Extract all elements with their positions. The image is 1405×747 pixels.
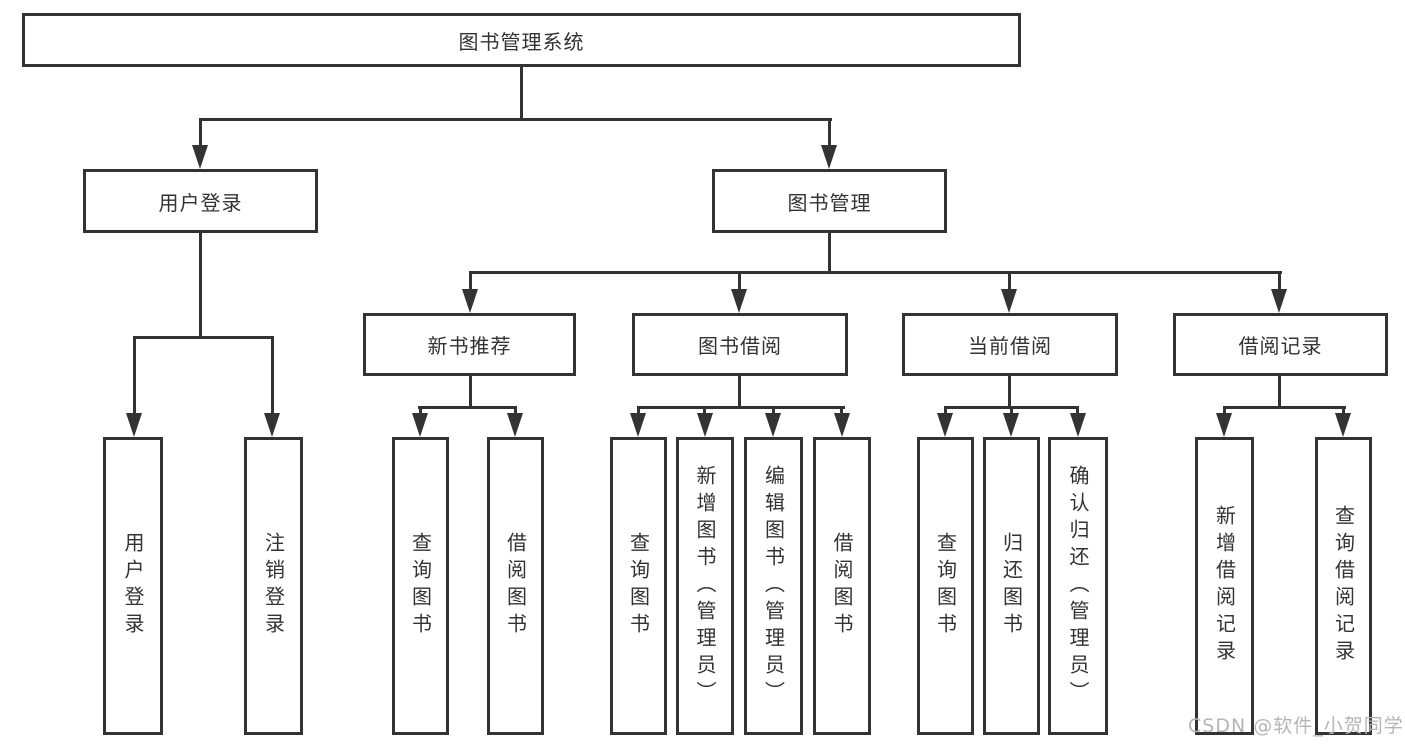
leaf-query-borrow-record-label: 查询借阅记录 bbox=[1331, 505, 1356, 667]
connector-drop-borrow-record bbox=[1278, 271, 1281, 291]
connector-drop-book-borrow bbox=[738, 271, 741, 291]
leaf-query-borrow-record: 查询借阅记录 bbox=[1315, 437, 1372, 735]
arrowhead-leaf4 bbox=[630, 413, 646, 437]
leaf-query-book-3: 查询图书 bbox=[917, 437, 974, 735]
arrowhead-leaf10 bbox=[1070, 413, 1086, 437]
connector-drop-book-mgmt bbox=[828, 118, 831, 147]
connector-branch-user-login bbox=[133, 336, 274, 339]
leaf-confirm-return-admin-label: 确认归还（管理员） bbox=[1066, 464, 1090, 708]
leaf-query-book-1-label: 查询图书 bbox=[408, 532, 433, 640]
arrowhead-book-borrow bbox=[731, 289, 747, 313]
connector-book-borrow-stub bbox=[738, 376, 741, 409]
leaf-borrow-book-2-label: 借阅图书 bbox=[830, 532, 854, 640]
arrowhead-current-borrow bbox=[1001, 289, 1017, 313]
node-new-book: 新书推荐 bbox=[363, 313, 576, 376]
arrowhead-new-book bbox=[462, 289, 478, 313]
connector-new-book-stub bbox=[469, 376, 472, 409]
arrowhead-borrow-record bbox=[1271, 289, 1287, 313]
connector-drop-leaf2 bbox=[419, 406, 422, 416]
connector-drop-leaf6 bbox=[772, 406, 775, 416]
leaf-confirm-return-admin: 确认归还（管理员） bbox=[1048, 437, 1108, 735]
node-user-login: 用户登录 bbox=[83, 169, 318, 233]
leaf-query-book-2-label: 查询图书 bbox=[626, 532, 651, 640]
arrowhead-leaf-logout bbox=[264, 413, 280, 437]
node-current-borrow-label: 当前借阅 bbox=[968, 334, 1052, 358]
connector-drop-leaf9 bbox=[1010, 406, 1013, 416]
leaf-query-book-3-label: 查询图书 bbox=[933, 532, 958, 640]
arrowhead-leaf7 bbox=[834, 413, 850, 437]
arrowhead-user-login bbox=[192, 145, 208, 169]
leaf-edit-book-admin: 编辑图书（管理员） bbox=[744, 437, 803, 735]
connector-drop-leaf10 bbox=[1076, 406, 1079, 416]
connector-branch-new-book bbox=[418, 406, 517, 409]
connector-drop-leaf7 bbox=[840, 406, 843, 416]
node-root: 图书管理系统 bbox=[22, 13, 1021, 67]
leaf-logout: 注销登录 bbox=[244, 437, 303, 735]
node-book-mgmt-label: 图书管理 bbox=[787, 190, 872, 215]
leaf-borrow-book-2: 借阅图书 bbox=[813, 437, 871, 735]
connector-branch-level2 bbox=[199, 118, 832, 121]
arrowhead-leaf9 bbox=[1003, 413, 1019, 437]
node-new-book-label: 新书推荐 bbox=[427, 334, 512, 358]
node-book-borrow-label: 图书借阅 bbox=[698, 334, 782, 358]
connector-branch-level3 bbox=[469, 271, 1282, 274]
leaf-add-borrow-record: 新增借阅记录 bbox=[1195, 437, 1254, 735]
connector-book-mgmt-stub bbox=[828, 233, 831, 274]
arrowhead-leaf2 bbox=[412, 413, 428, 437]
connector-user-login-stub bbox=[199, 233, 202, 339]
connector-drop-current-borrow bbox=[1008, 271, 1011, 291]
leaf-query-book-1: 查询图书 bbox=[392, 437, 449, 735]
node-book-borrow: 图书借阅 bbox=[632, 313, 848, 376]
connector-drop-leaf-login bbox=[133, 336, 136, 416]
leaf-user-login: 用户登录 bbox=[103, 437, 163, 735]
node-book-mgmt: 图书管理 bbox=[712, 169, 947, 233]
arrowhead-leaf6 bbox=[765, 413, 781, 437]
node-root-label: 图书管理系统 bbox=[458, 29, 585, 54]
arrowhead-leaf12 bbox=[1335, 413, 1351, 437]
connector-borrow-record-stub bbox=[1278, 376, 1281, 409]
connector-drop-leaf11 bbox=[1223, 406, 1226, 416]
connector-drop-leaf-logout bbox=[271, 336, 274, 416]
leaf-add-borrow-record-label: 新增借阅记录 bbox=[1212, 505, 1237, 667]
csdn-watermark: CSDN @软件_小贺同学 bbox=[1188, 715, 1404, 737]
arrowhead-leaf8 bbox=[937, 413, 953, 437]
leaf-query-book-2: 查询图书 bbox=[610, 437, 667, 735]
connector-drop-new-book bbox=[469, 271, 472, 291]
leaf-add-book-admin: 新增图书（管理员） bbox=[676, 437, 734, 735]
connector-branch-borrow-record bbox=[1223, 406, 1346, 409]
arrowhead-leaf5 bbox=[697, 413, 713, 437]
connector-current-borrow-stub bbox=[1008, 376, 1011, 409]
leaf-return-book-label: 归还图书 bbox=[999, 532, 1024, 640]
connector-drop-leaf8 bbox=[944, 406, 947, 416]
connector-drop-leaf4 bbox=[637, 406, 640, 416]
leaf-logout-label: 注销登录 bbox=[261, 532, 286, 640]
leaf-add-book-admin-label: 新增图书（管理员） bbox=[693, 464, 717, 708]
leaf-edit-book-admin-label: 编辑图书（管理员） bbox=[761, 464, 786, 708]
leaf-user-login-label: 用户登录 bbox=[121, 532, 145, 640]
node-current-borrow: 当前借阅 bbox=[902, 313, 1118, 376]
arrowhead-leaf11 bbox=[1216, 413, 1232, 437]
connector-branch-book-borrow bbox=[637, 406, 845, 409]
leaf-borrow-book-1-label: 借阅图书 bbox=[503, 532, 528, 640]
connector-drop-leaf3 bbox=[514, 406, 517, 416]
leaf-return-book: 归还图书 bbox=[983, 437, 1040, 735]
connector-drop-leaf5 bbox=[703, 406, 706, 416]
arrowhead-leaf3 bbox=[507, 413, 523, 437]
node-user-login-label: 用户登录 bbox=[158, 190, 243, 215]
arrowhead-book-mgmt bbox=[821, 145, 837, 169]
connector-drop-leaf12 bbox=[1342, 406, 1345, 416]
node-borrow-record-label: 借阅记录 bbox=[1238, 334, 1323, 358]
connector-root-stub bbox=[520, 66, 523, 121]
node-borrow-record: 借阅记录 bbox=[1173, 313, 1388, 376]
connector-drop-user-login bbox=[199, 118, 202, 147]
leaf-borrow-book-1: 借阅图书 bbox=[487, 437, 544, 735]
arrowhead-leaf-login bbox=[126, 413, 142, 437]
